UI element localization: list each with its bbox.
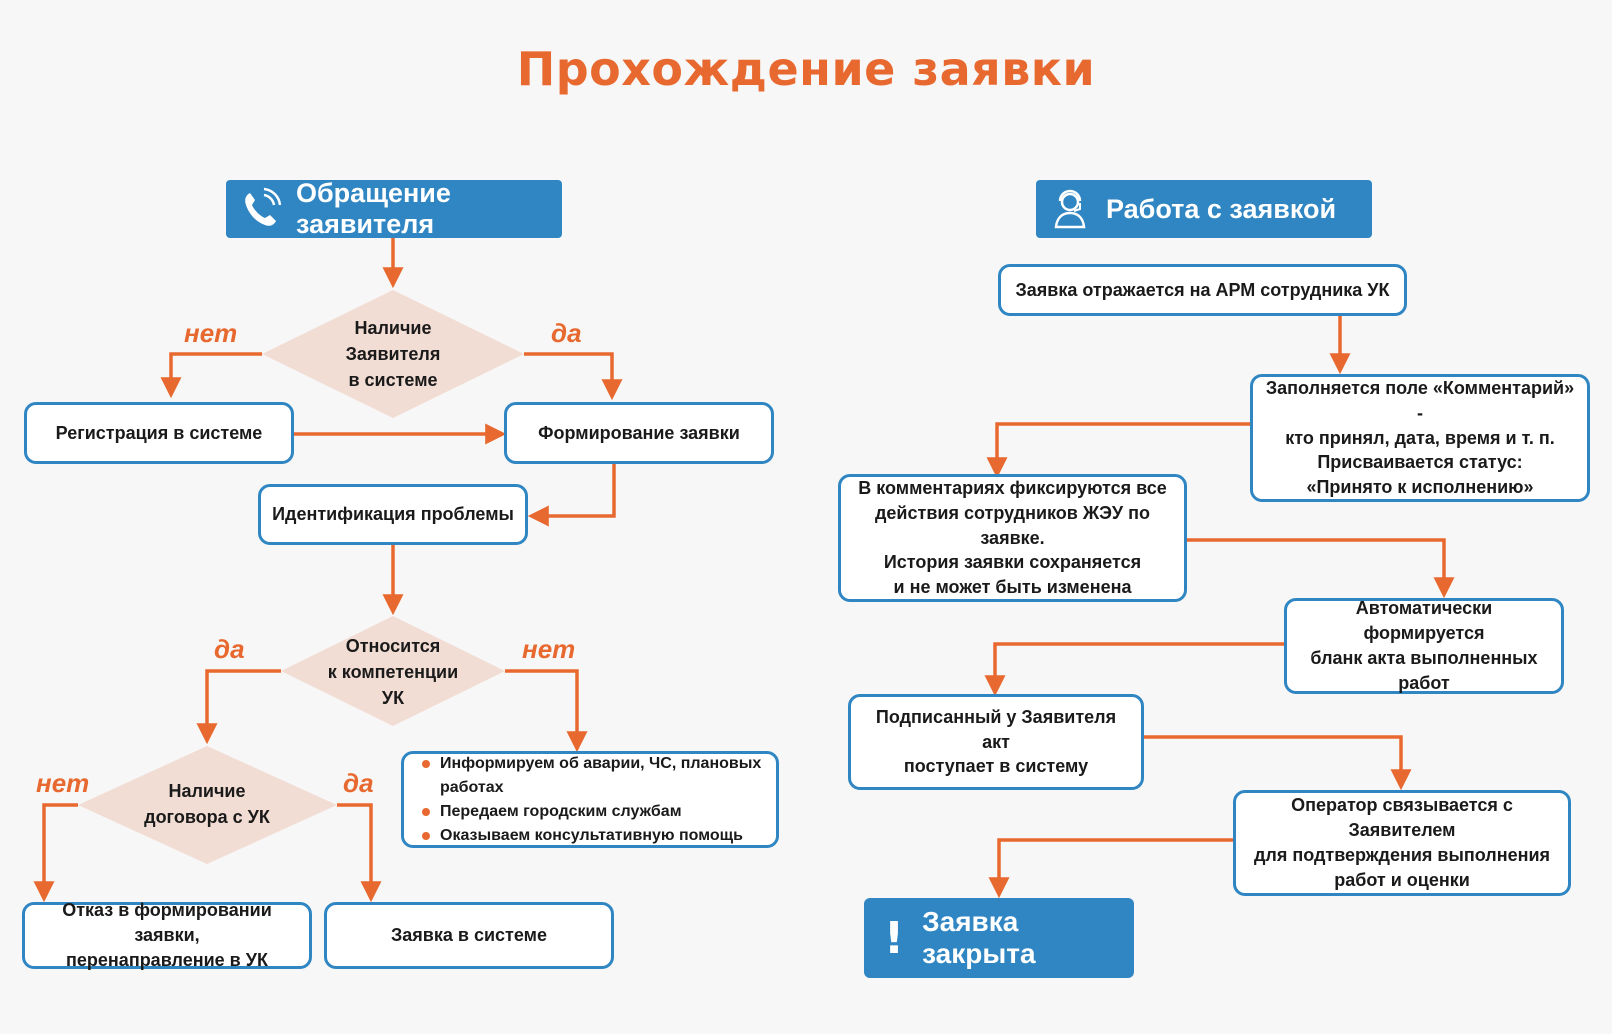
label-d3-yes: да	[343, 768, 374, 798]
arrow-s6-to-closed	[988, 838, 1233, 899]
box-request-on-workstation: Заявка отражается на АРМ сотрудника УК	[998, 264, 1407, 316]
list-item: Оказываем консультативную помощь	[422, 824, 766, 848]
decision-diamond-applicant	[262, 290, 524, 418]
status-request-closed-label: Заявка закрыта	[922, 906, 1036, 969]
arrow-s2-to-s3	[986, 422, 1250, 479]
phone-icon	[245, 187, 282, 226]
box-comments-history: В комментариях фиксируются все действия …	[838, 474, 1187, 602]
box-signed-act-received: Подписанный у Заявителя акт поступает в …	[848, 694, 1144, 790]
arrow-d3-yes	[337, 803, 382, 903]
decision-diamond-competence	[281, 616, 505, 726]
arrow-s4-to-s5	[984, 642, 1284, 697]
arrow-s5-to-s6	[1144, 735, 1412, 791]
header-applicant-label: Обращение заявителя	[296, 178, 451, 239]
label-d1-yes: да	[551, 318, 582, 348]
box-request-in-system: Заявка в системе	[324, 902, 614, 969]
box-information-actions: Информируем об аварии, ЧС, плановых рабо…	[401, 751, 779, 848]
status-request-closed: ! Заявка закрыта	[864, 898, 1134, 978]
arrow-formation-to-identification	[527, 464, 616, 527]
exclamation-icon: !	[884, 912, 905, 964]
page-title: Прохождение заявки	[516, 42, 1096, 96]
label-d2-no: нет	[522, 634, 576, 664]
box-act-form-generated: Автоматически формируется бланк акта вып…	[1284, 598, 1564, 694]
decision-applicant-text: Наличие Заявителя в системе	[345, 317, 441, 391]
arrow-d2-no	[505, 669, 588, 753]
list-item: Передаем городским службам	[422, 800, 766, 824]
box-comment-field-status: Заполняется поле «Комментарий» - кто при…	[1250, 374, 1590, 502]
operator-icon	[1054, 189, 1086, 229]
arrow-d2-yes	[196, 669, 281, 745]
box-request-formation: Формирование заявки	[504, 402, 774, 464]
decision-contract-text: Наличие договора с УК	[144, 780, 270, 827]
decision-diamond-contract	[78, 746, 337, 864]
header-request-handling: Работа с заявкой	[1036, 180, 1372, 238]
label-d1-no: нет	[184, 318, 238, 348]
box-problem-identification: Идентификация проблемы	[258, 484, 528, 545]
label-d3-no: нет	[36, 768, 90, 798]
box-operator-confirmation: Оператор связывается с Заявителем для по…	[1233, 790, 1571, 896]
list-item: Информируем об аварии, ЧС, плановых рабо…	[422, 752, 766, 800]
arrow-d1-yes	[524, 352, 623, 401]
label-d2-yes: да	[214, 634, 245, 664]
arrow-d3-no	[33, 803, 78, 903]
decision-competence-text: Относится к компетенции УК	[327, 635, 459, 709]
arrow-d1-no	[160, 352, 262, 399]
arrow-s3-to-s4	[1187, 538, 1455, 599]
box-registration: Регистрация в системе	[24, 402, 294, 464]
header-applicant-request: Обращение заявителя	[226, 178, 562, 239]
box-refusal-redirect: Отказ в формировании заявки, перенаправл…	[22, 900, 312, 970]
header-request-handling-label: Работа с заявкой	[1106, 193, 1337, 224]
information-actions-list: Информируем об аварии, ЧС, плановых рабо…	[422, 752, 766, 848]
